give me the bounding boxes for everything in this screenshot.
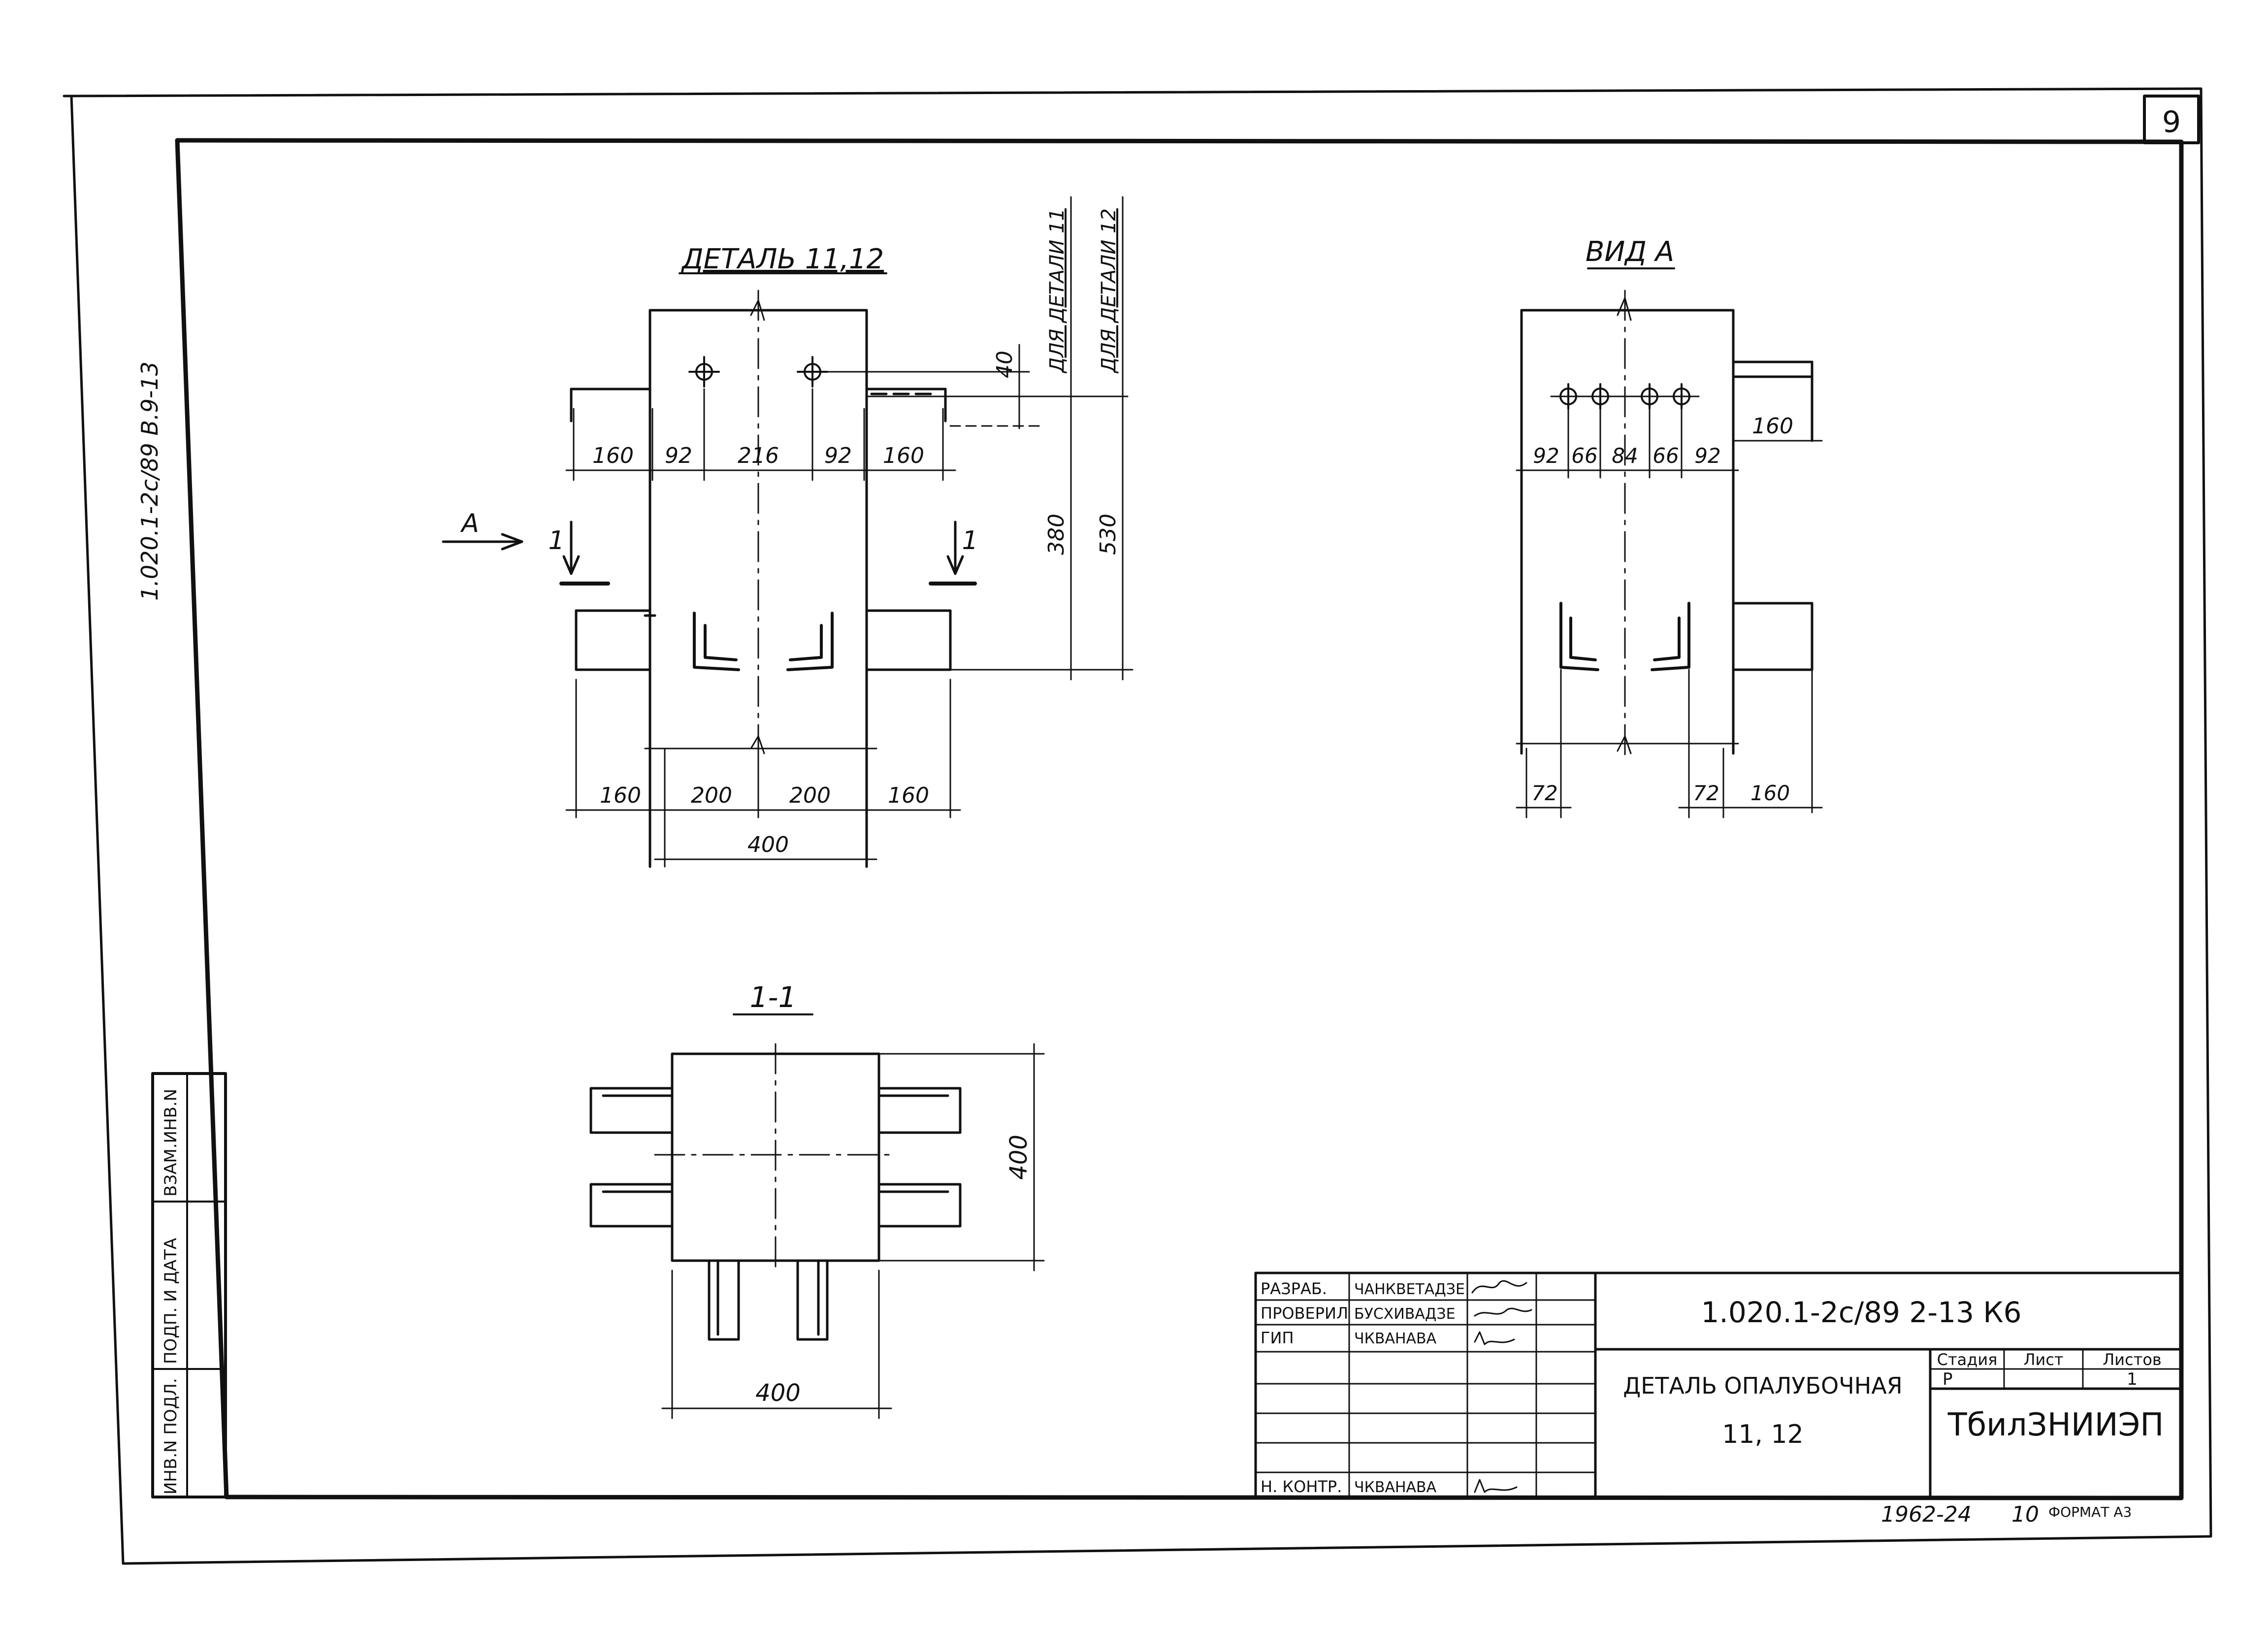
detail-main-column [644, 290, 877, 868]
dim-top-92-right: 92 [824, 443, 852, 468]
section-body [654, 1043, 897, 1271]
tb-role-developer: РАЗРАБ. [1261, 1279, 1327, 1298]
detail-main-bolt-holes [688, 356, 1030, 388]
dim-total-400: 400 [747, 832, 789, 857]
tb-name-checker: БУСХИВАДЗЕ [1354, 1305, 1456, 1323]
dim-top-160-right: 160 [883, 443, 924, 468]
view-a-dim-92-right: 92 [1694, 444, 1720, 468]
tb-sheets-value: 1 [2127, 1369, 2138, 1389]
label-for-detail-12: ДЛЯ ДЕТАЛИ 12 [1098, 208, 1120, 374]
view-a: ВИД А 160 [1516, 236, 1823, 818]
tb-role-norm-control: Н. КОНТР. [1261, 1477, 1342, 1496]
detail-main-bottom-dim-lines [565, 679, 961, 868]
tb-sheet-label: Лист [2023, 1350, 2063, 1369]
section-title: 1-1 [750, 980, 797, 1014]
view-a-top-dim-line [1516, 408, 1739, 479]
dim-bottom-200-right: 200 [789, 783, 831, 808]
view-a-angle-profiles [1559, 602, 1690, 671]
stamp-cell-original-inv: ИНВ.N ПОДЛ. [161, 1378, 181, 1495]
view-arrow-a [442, 533, 523, 551]
title-block: РАЗРАБ. ЧАНКВЕТАДЗЕ ПРОВЕРИЛ БУСХИВАДЗЕ … [1254, 1271, 2183, 1527]
tb-name-developer: ЧАНКВЕТАДЗЕ [1354, 1281, 1465, 1298]
view-a-dim-92-left: 92 [1533, 444, 1559, 468]
stamp-cell-signature-date: ПОДП. И ДАТА [161, 1238, 181, 1364]
tb-stage-value: Р [1943, 1369, 1953, 1389]
detail-main-top-dim-line [565, 388, 956, 481]
dim-530: 530 [1096, 514, 1121, 555]
tb-signature-developer [1471, 1280, 1527, 1294]
tb-stage-label: Стадия [1937, 1350, 1998, 1369]
view-a-column [1516, 290, 1739, 759]
dim-top-92-left: 92 [665, 443, 692, 468]
section-dim-lines [661, 1043, 1045, 1419]
sheet-number: 9 [2162, 105, 2181, 139]
tb-name-chief-engineer: ЧКВАНАВА [1354, 1330, 1437, 1347]
section-arms [589, 1087, 962, 1228]
detail-main-angle-profiles [693, 612, 834, 671]
cut-marker-right-label: 1 [962, 526, 978, 555]
sheet-number-box: 9 [2143, 95, 2200, 144]
tb-document-subtitle: 11, 12 [1722, 1420, 1803, 1449]
tb-signature-checker [1474, 1307, 1532, 1317]
view-a-dim-bottom-160: 160 [1750, 781, 1790, 805]
detail-main-bottom-arms [575, 609, 952, 671]
tb-sheets-label: Листов [2103, 1350, 2162, 1369]
cut-marker-left [559, 521, 610, 586]
view-a-bolt-holes [1550, 383, 1700, 410]
inner-frame [175, 138, 2184, 1500]
view-a-dim-66-right: 66 [1652, 444, 1679, 468]
stamp-cell-replaced-inv: ВЗАМ.ИНВ.N [161, 1089, 181, 1197]
tb-document-title: ДЕТАЛЬ ОПАЛУБОЧНАЯ [1623, 1372, 1903, 1399]
tb-footer-format: ФОРМАТ А3 [2048, 1504, 2132, 1520]
view-a-dim-bottom-72-right: 72 [1693, 781, 1719, 805]
label-for-detail-11: ДЛЯ ДЕТАЛИ 11 [1046, 208, 1069, 374]
tb-document-code: 1.020.1-2с/89 2-13 К6 [1701, 1296, 2021, 1329]
section-dim-width-400: 400 [755, 1379, 801, 1407]
side-stamp: ВЗАМ.ИНВ.N ПОДП. И ДАТА ИНВ.N ПОДЛ. [151, 1072, 227, 1498]
dim-top-160-left: 160 [592, 443, 634, 468]
dim-bottom-200-left: 200 [691, 783, 732, 808]
tb-name-norm-control: ЧКВАНАВА [1354, 1479, 1437, 1496]
view-a-dim-bottom-72-left: 72 [1531, 781, 1557, 805]
detail-main-title: ДЕТАЛЬ 11,12 [680, 243, 884, 275]
view-a-bottom-dim-lines [1516, 669, 1823, 818]
tb-role-chief-engineer: ГИП [1261, 1329, 1294, 1347]
dim-top-216: 216 [738, 443, 779, 468]
tb-role-checker: ПРОВЕРИЛ [1261, 1304, 1348, 1323]
section-1-1: 1-1 [589, 980, 1045, 1419]
outer-frame [63, 87, 2212, 1565]
view-a-dim-right-160: 160 [1752, 414, 1793, 439]
tb-signature-norm-control [1474, 1479, 1518, 1493]
tb-signature-chief-engineer [1474, 1331, 1515, 1345]
tb-footer-num: 10 [2011, 1502, 2039, 1527]
view-a-dim-66-left: 66 [1571, 444, 1597, 468]
detail-main: ДЕТАЛЬ 11,12 [442, 196, 1134, 868]
view-a-dim-84: 84 [1612, 444, 1638, 468]
dim-380: 380 [1044, 514, 1069, 555]
dim-bottom-160-left: 160 [600, 783, 641, 808]
dim-40: 40 [992, 351, 1017, 378]
tb-organization: ТбилЗНИИЭП [1947, 1407, 2164, 1443]
detail-main-right-dim-lines [866, 196, 1134, 681]
cut-marker-left-label: 1 [548, 526, 564, 555]
side-document-code: 1.020.1-2с/89 В.9-13 [136, 361, 163, 601]
section-bottom-legs [708, 1259, 829, 1341]
section-dim-height-400: 400 [1005, 1135, 1033, 1180]
tb-footer-code: 1962-24 [1881, 1502, 1972, 1527]
view-a-right-arms [1732, 360, 1823, 814]
dim-bottom-160-right: 160 [888, 783, 929, 808]
view-arrow-a-label: А [460, 509, 479, 538]
view-a-title: ВИД А [1586, 236, 1674, 268]
cut-marker-right [929, 521, 977, 586]
detail-main-top-arms [570, 388, 947, 423]
